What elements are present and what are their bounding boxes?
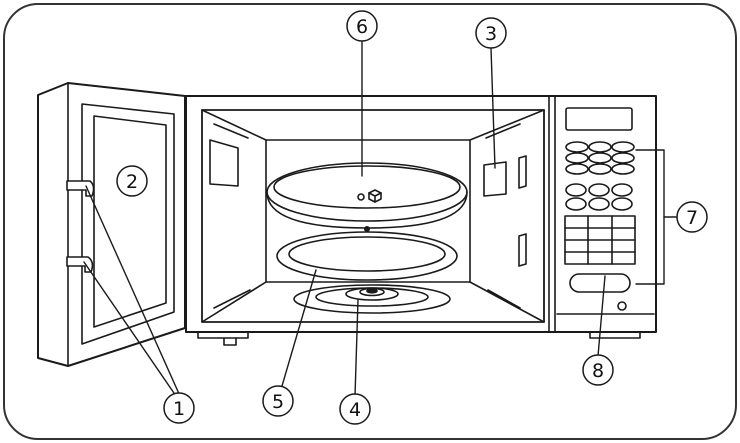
leader-line-4 [354,299,359,397]
cavity-guide-3 [213,289,251,309]
display-window [565,107,633,131]
roller-ring-inner [288,236,446,272]
leader-line-3 [490,47,496,169]
door-outline [37,82,186,367]
leader-line-5 [281,269,317,387]
button-oval [588,152,612,164]
foot-left [197,331,249,339]
keypad-grid [564,215,636,265]
cavity-guide-2 [485,123,521,139]
leader-lines [83,41,677,397]
button-oval [611,197,633,211]
cavity-corner-tl [201,109,267,141]
open-door [37,82,186,367]
button-oval [611,163,635,175]
roller-ring-outer [276,231,458,281]
waveguide-cover [483,161,507,197]
shaft-base-outer [293,284,451,314]
callout-label-1: 1 [173,398,185,420]
left-wall-vent [209,139,239,187]
roller-ring-pin [363,226,370,233]
callouts: 1 2 3 4 5 6 7 8 [116,10,708,425]
oven-cavity [201,109,545,323]
button-group-upper [565,141,635,175]
callout-7: 7 [676,201,708,233]
cavity-corner-tr [469,109,545,141]
button-oval [565,152,589,164]
callout-label-5: 5 [272,391,284,413]
button-oval [588,141,612,153]
glass-tray-inner [273,165,461,209]
button-oval [565,163,589,175]
glass-tray [266,162,468,229]
right-wall-slot-1 [518,155,527,189]
callout-label-2: 2 [126,171,138,193]
right-wall-slot-2 [518,233,527,267]
callout-5: 5 [262,385,294,417]
oven-body [185,95,657,346]
leader-line-8 [597,275,606,357]
callout-3: 3 [475,17,507,49]
button-oval [611,152,635,164]
door-window-inner [93,115,167,328]
glass-tray-hub-right [368,189,382,203]
callout-label-7: 7 [686,207,698,229]
cavity-corner-br [469,281,545,323]
leader-line-1b [83,261,177,397]
callout-1: 1 [163,392,195,424]
callout-label-8: 8 [592,360,604,382]
callout-2: 2 [116,165,148,197]
callout-4: 4 [339,393,371,425]
callout-label-3: 3 [485,23,497,45]
shaft-coupler-core [366,288,378,294]
leader-line-1a [85,185,181,397]
button-oval [588,163,612,175]
callout-6: 6 [346,10,378,42]
door-release-button [569,273,631,293]
glass-tray-hub-right-edge [368,192,382,203]
button-group-middle [565,183,633,211]
roller-ring [276,226,458,281]
foot-right [589,331,641,339]
cavity-guide-1 [213,123,249,139]
glass-tray-rim [266,162,468,222]
button-oval [565,183,587,197]
button-oval [611,141,635,153]
control-panel [556,107,655,315]
button-oval [565,197,587,211]
diagram-frame [3,3,737,440]
callout-label-4: 4 [349,399,361,421]
cavity-guide-4 [487,289,521,309]
door-latch-upper [66,180,95,197]
foot-mid [223,337,237,346]
button-oval [588,197,610,211]
button-oval [565,141,589,153]
button-oval [611,183,633,197]
turntable-shaft [293,284,451,314]
panel-indicator [617,301,627,311]
cavity-corner-bl [201,281,267,323]
glass-tray-hub-left [357,193,365,201]
door-latch-lower [66,256,94,273]
button-oval [588,183,610,197]
callout-label-6: 6 [356,16,368,38]
callout-8: 8 [582,354,614,386]
